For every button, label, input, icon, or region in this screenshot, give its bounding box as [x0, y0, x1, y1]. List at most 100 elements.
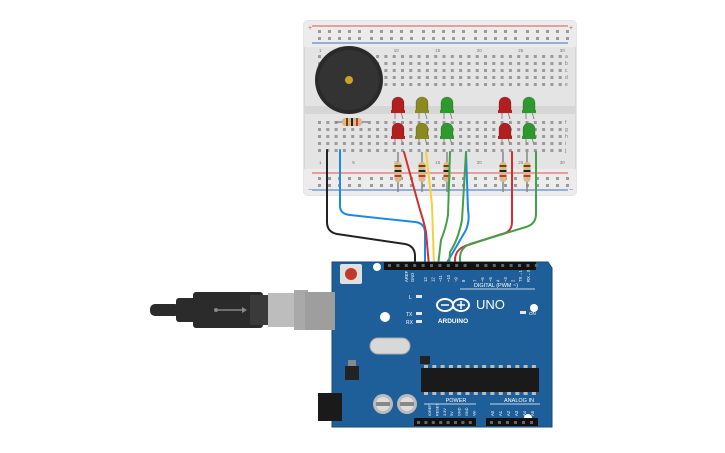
strip-hole[interactable]: [359, 142, 363, 145]
strip-hole[interactable]: [417, 76, 421, 79]
pin-hole[interactable]: [534, 264, 538, 267]
pin-hole[interactable]: [509, 264, 513, 267]
strip-hole[interactable]: [450, 55, 454, 58]
strip-hole[interactable]: [409, 55, 413, 58]
strip-hole[interactable]: [517, 69, 521, 72]
strip-hole[interactable]: [409, 135, 413, 138]
strip-hole[interactable]: [508, 142, 512, 145]
rail-hole[interactable]: [452, 37, 455, 40]
strip-hole[interactable]: [401, 55, 404, 58]
strip-hole[interactable]: [401, 62, 404, 65]
rail-hole[interactable]: [536, 30, 539, 33]
strip-hole[interactable]: [533, 142, 537, 145]
strip-hole[interactable]: [525, 69, 529, 72]
strip-hole[interactable]: [475, 149, 479, 152]
strip-hole[interactable]: [367, 135, 371, 138]
strip-hole[interactable]: [351, 142, 355, 145]
strip-hole[interactable]: [434, 121, 438, 124]
rail-hole[interactable]: [380, 184, 383, 187]
rail-hole[interactable]: [514, 177, 517, 180]
pin-hole[interactable]: [424, 421, 428, 424]
strip-hole[interactable]: [334, 135, 338, 138]
strip-hole[interactable]: [442, 69, 446, 72]
strip-hole[interactable]: [542, 76, 546, 79]
rail-hole[interactable]: [566, 184, 569, 187]
rail-hole[interactable]: [400, 184, 403, 187]
strip-hole[interactable]: [384, 121, 388, 124]
strip-hole[interactable]: [550, 135, 554, 138]
rail-hole[interactable]: [410, 184, 413, 187]
strip-hole[interactable]: [542, 135, 546, 138]
strip-hole[interactable]: [425, 149, 429, 152]
strip-hole[interactable]: [450, 83, 454, 86]
pin-hole[interactable]: [506, 421, 509, 424]
strip-hole[interactable]: [359, 135, 363, 138]
wire[interactable]: [459, 151, 537, 267]
pin-hole[interactable]: [413, 264, 417, 267]
strip-hole[interactable]: [558, 149, 562, 152]
strip-hole[interactable]: [550, 62, 554, 65]
strip-hole[interactable]: [484, 128, 487, 131]
strip-hole[interactable]: [542, 128, 546, 131]
strip-hole[interactable]: [392, 69, 396, 72]
rail-hole[interactable]: [358, 177, 361, 180]
strip-hole[interactable]: [417, 69, 421, 72]
strip-hole[interactable]: [384, 62, 388, 65]
strip-hole[interactable]: [442, 83, 446, 86]
pin-hole[interactable]: [417, 421, 420, 424]
strip-hole[interactable]: [318, 142, 321, 145]
rail-hole[interactable]: [318, 184, 321, 187]
strip-hole[interactable]: [392, 149, 396, 152]
strip-hole[interactable]: [384, 149, 388, 152]
strip-hole[interactable]: [500, 149, 504, 152]
strip-hole[interactable]: [442, 55, 446, 58]
wire[interactable]: [425, 151, 435, 267]
strip-hole[interactable]: [533, 62, 537, 65]
pin-hole[interactable]: [404, 264, 408, 267]
rail-hole[interactable]: [370, 177, 373, 180]
strip-hole[interactable]: [550, 69, 554, 72]
rail-hole[interactable]: [380, 37, 383, 40]
strip-hole[interactable]: [517, 83, 521, 86]
strip-hole[interactable]: [467, 55, 471, 58]
wire[interactable]: [437, 151, 451, 267]
strip-hole[interactable]: [425, 121, 429, 124]
strip-hole[interactable]: [533, 76, 537, 79]
rail-hole[interactable]: [452, 177, 455, 180]
rail-hole[interactable]: [556, 30, 559, 33]
strip-hole[interactable]: [542, 83, 546, 86]
pin-hole[interactable]: [492, 264, 496, 267]
strip-hole[interactable]: [434, 142, 438, 145]
strip-hole[interactable]: [525, 142, 529, 145]
pin-hole[interactable]: [484, 264, 488, 267]
rail-hole[interactable]: [474, 37, 477, 40]
pin-hole[interactable]: [530, 421, 533, 424]
strip-hole[interactable]: [558, 142, 562, 145]
strip-hole[interactable]: [384, 55, 388, 58]
strip-hole[interactable]: [508, 55, 512, 58]
strip-hole[interactable]: [492, 128, 496, 131]
strip-hole[interactable]: [467, 76, 471, 79]
rail-hole[interactable]: [474, 30, 477, 33]
rail-hole[interactable]: [514, 30, 517, 33]
strip-hole[interactable]: [525, 149, 529, 152]
strip-hole[interactable]: [542, 69, 546, 72]
pin-hole[interactable]: [454, 421, 457, 424]
strip-hole[interactable]: [508, 76, 512, 79]
strip-hole[interactable]: [425, 83, 429, 86]
strip-hole[interactable]: [376, 135, 380, 138]
led[interactable]: [391, 122, 405, 146]
strip-hole[interactable]: [351, 135, 355, 138]
rail-hole[interactable]: [432, 37, 435, 40]
strip-hole[interactable]: [542, 149, 546, 152]
rail-hole[interactable]: [494, 37, 497, 40]
rail-hole[interactable]: [410, 37, 413, 40]
rail-hole[interactable]: [462, 30, 465, 33]
rail-hole[interactable]: [494, 177, 497, 180]
strip-hole[interactable]: [484, 69, 487, 72]
strip-hole[interactable]: [417, 83, 421, 86]
rail-hole[interactable]: [514, 184, 517, 187]
strip-hole[interactable]: [533, 83, 537, 86]
